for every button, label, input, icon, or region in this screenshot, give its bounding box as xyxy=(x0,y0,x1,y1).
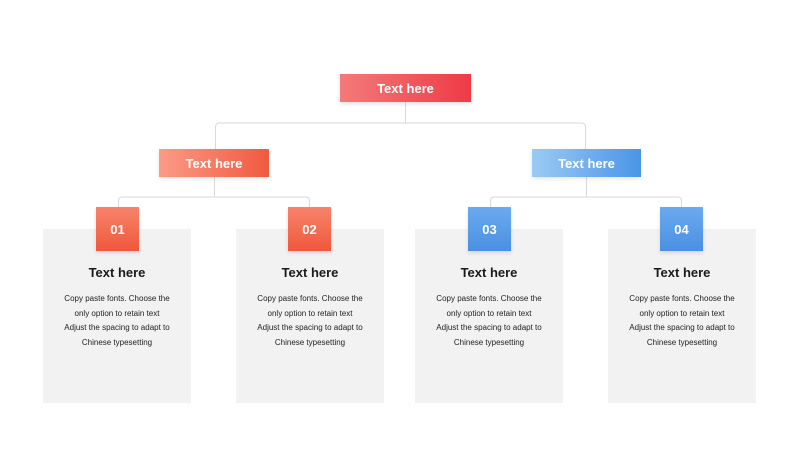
branch-label: Text here xyxy=(558,155,615,171)
card-text-line: Chinese typesetting xyxy=(453,337,525,347)
branch-label: Text here xyxy=(185,155,243,171)
connector-root-to-branches xyxy=(215,102,586,150)
number-badge-02: 02 xyxy=(288,207,331,251)
badge-number: 04 xyxy=(674,221,689,237)
card-03: Text here Copy paste fonts. Choose the o… xyxy=(415,229,563,403)
card-text-line: Copy paste fonts. Choose the xyxy=(629,294,735,303)
root-node: Text here xyxy=(340,74,471,102)
card-02: Text here Copy paste fonts. Choose the o… xyxy=(236,229,384,403)
card-text-line: only option to retain text xyxy=(267,308,353,318)
card-text-line: Copy paste fonts. Choose the xyxy=(257,294,363,303)
card-text-line: only option to retain text xyxy=(446,308,532,318)
card-text-line: Chinese typesetting xyxy=(646,337,718,347)
card-title: Text here xyxy=(460,265,518,280)
badge-number: 01 xyxy=(110,221,125,237)
card-title: Text here xyxy=(653,265,711,280)
card-text-line: Adjust the spacing to adapt to xyxy=(629,323,735,332)
card-text-line: only option to retain text xyxy=(74,308,160,318)
card-text-line: Chinese typesetting xyxy=(274,337,346,347)
card-title: Text here xyxy=(281,265,339,280)
branch-node-right: Text here xyxy=(532,149,641,177)
card-01: Text here Copy paste fonts. Choose the o… xyxy=(43,229,191,403)
badge-number: 02 xyxy=(302,221,317,237)
connector-right-branch xyxy=(490,177,682,208)
connector-left-branch xyxy=(118,177,310,208)
badge-number: 03 xyxy=(482,221,497,237)
card-text-line: Adjust the spacing to adapt to xyxy=(64,323,170,332)
number-badge-01: 01 xyxy=(96,207,139,251)
root-label: Text here xyxy=(377,80,434,96)
card-description: Copy paste fonts. Choose the only option… xyxy=(236,292,384,350)
card-text-line: Adjust the spacing to adapt to xyxy=(257,323,363,332)
card-text-line: only option to retain text xyxy=(639,308,725,318)
card-description: Copy paste fonts. Choose the only option… xyxy=(43,292,191,350)
card-description: Copy paste fonts. Choose the only option… xyxy=(415,292,563,350)
card-text-line: Copy paste fonts. Choose the xyxy=(64,294,170,303)
card-title: Text here xyxy=(88,265,146,280)
card-text-line: Copy paste fonts. Choose the xyxy=(436,294,542,303)
card-description: Copy paste fonts. Choose the only option… xyxy=(608,292,756,350)
card-text-line: Adjust the spacing to adapt to xyxy=(436,323,542,332)
number-badge-04: 04 xyxy=(660,207,703,251)
number-badge-03: 03 xyxy=(468,207,511,251)
card-text-line: Chinese typesetting xyxy=(81,337,153,347)
card-04: Text here Copy paste fonts. Choose the o… xyxy=(608,229,756,403)
branch-node-left: Text here xyxy=(159,149,269,177)
